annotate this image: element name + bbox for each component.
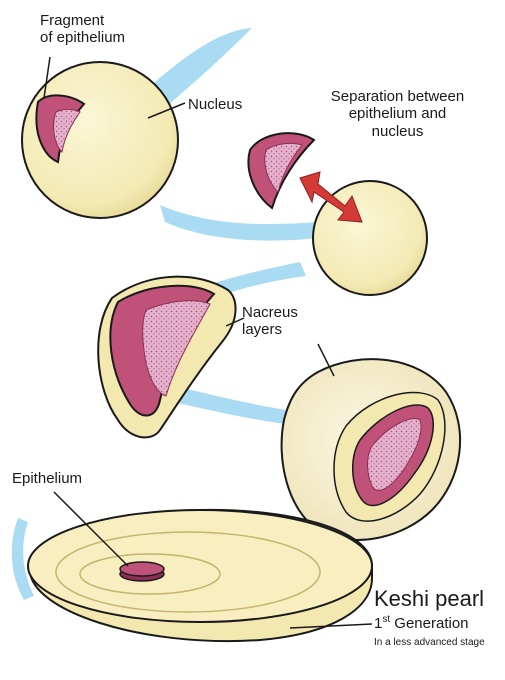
label-nucleus: Nucleus <box>188 96 242 113</box>
label-keshi-stage: In a less advanced stage <box>374 637 485 649</box>
label-fragment-line1: Fragment <box>40 12 125 29</box>
keshi-pearl-top <box>28 510 372 622</box>
label-separation-line2: epithelium and <box>300 105 495 122</box>
stage3-nacreous-layers-group <box>98 277 244 438</box>
label-keshi-pearl: Keshi pearl <box>374 586 484 611</box>
label-fragment-line2: of epithelium <box>40 29 125 46</box>
label-nacreus-line2: layers <box>242 321 298 338</box>
label-keshi-gen-suffix: st <box>382 614 390 625</box>
label-nacreus-layers: Nacreus layers <box>242 304 298 339</box>
label-separation-line1: Separation between <box>300 88 495 105</box>
label-nacreus-line1: Nacreus <box>242 304 298 321</box>
connector-ribbon-nucleus-to-separated <box>160 205 318 241</box>
label-keshi-generation: 1st Generation <box>374 614 469 632</box>
label-separation: Separation between epithelium and nucleu… <box>300 88 495 140</box>
label-separation-line3: nucleus <box>300 123 495 140</box>
stage4-oval-pearl-group <box>282 344 460 540</box>
label-epithelium: Epithelium <box>12 470 82 487</box>
label-keshi-gen-word: Generation <box>390 615 468 632</box>
label-fragment-of-epithelium: Fragment of epithelium <box>40 12 125 47</box>
